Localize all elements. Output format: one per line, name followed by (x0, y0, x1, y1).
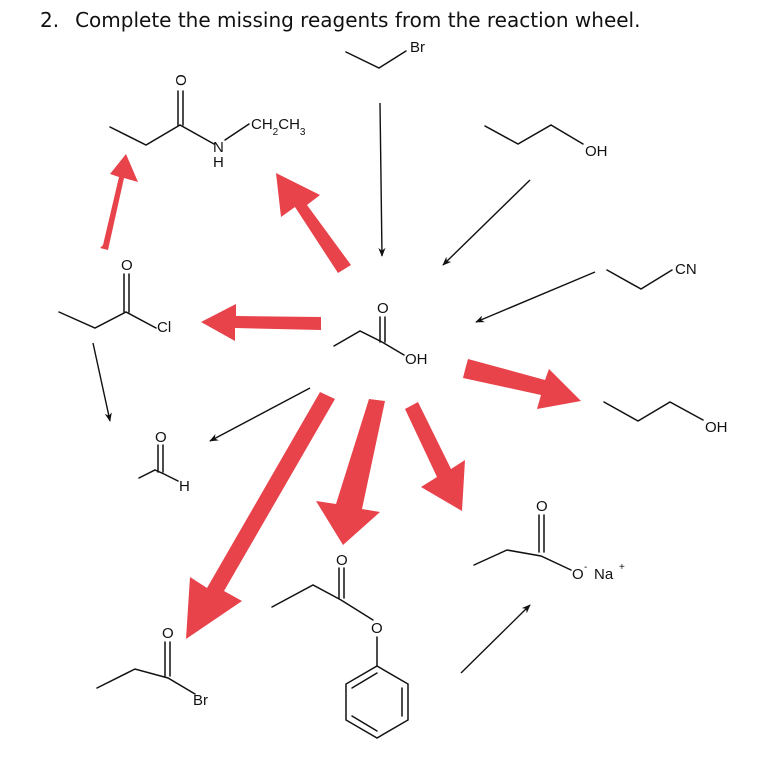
question-heading: 2. Complete the missing reagents from the… (40, 8, 640, 32)
atom-o-aldehyde: O (155, 429, 167, 446)
charge-minus: - (584, 562, 587, 573)
atom-n: N (213, 139, 224, 156)
arrow-bromoethane-to-acid (378, 102, 386, 257)
compound-propanal: O H (138, 429, 190, 495)
atom-o-ester-carbonyl: O (336, 552, 348, 569)
atom-oh-top: OH (585, 143, 608, 160)
atom-cn: CN (675, 261, 697, 278)
red-arrow-acid-to-carboxylate (405, 402, 465, 511)
arrow-ester-to-carboxylate (460, 604, 531, 674)
black-arrows (92, 102, 596, 674)
compound-propanenitrile: CN (606, 261, 697, 290)
compound-phenyl-propanoate: O O (271, 552, 409, 739)
red-arrow-acid-to-acylchloride (201, 304, 321, 341)
atom-o-amide: O (173, 74, 190, 86)
red-arrow-acid-to-acylbromide (186, 392, 335, 639)
question-text: Complete the missing reagents from the r… (75, 8, 641, 32)
atom-o-ester: O (371, 620, 383, 637)
red-arrow-to-amide (100, 154, 138, 250)
atom-o-center: O (377, 300, 389, 317)
arrow-propanol-to-acid (442, 179, 531, 266)
atom-o-acylchloride: O (121, 257, 133, 274)
atom-cl: Cl (157, 319, 171, 336)
arrow-acid-to-aldehyde (209, 387, 311, 442)
red-arrow-acid-to-ester (316, 399, 385, 545)
atom-oh-center: OH (405, 351, 428, 368)
benzene-ring (345, 665, 409, 739)
compound-propanol-top: OH (484, 124, 608, 160)
atom-oh-right: OH (705, 419, 728, 436)
atom-o-carboxylate: O (536, 498, 548, 515)
atom-br-top: Br (410, 39, 425, 56)
compound-propanoyl-chloride: O Cl (58, 257, 171, 336)
compound-n-ethylpropanamide: O N H CH2CH3 (109, 74, 306, 171)
arrow-acylchloride-to-aldehyde (92, 342, 112, 422)
atom-br-acyl: Br (193, 692, 208, 709)
atom-o-minus: O (572, 566, 584, 583)
compound-bromoethane: Br (345, 39, 425, 69)
red-arrow-acid-to-alcohol (463, 359, 581, 409)
atom-h-aldehyde: H (179, 478, 190, 495)
atom-o-acylbromide: O (162, 625, 174, 642)
compound-propanoic-acid: O OH (333, 300, 428, 368)
atom-na: Na (594, 566, 614, 583)
compound-sodium-propanoate: O O - Na + (473, 498, 625, 583)
compound-propanol-right: OH (603, 401, 728, 436)
question-number: 2. (40, 8, 60, 32)
atom-ch2ch3: CH2CH3 (251, 116, 306, 138)
charge-plus: + (619, 562, 625, 573)
red-arrows (100, 154, 581, 639)
atom-h-amide: H (213, 154, 224, 171)
compound-propanoyl-bromide: O Br (96, 625, 208, 709)
red-arrow-acid-to-amide (276, 173, 351, 273)
arrow-nitrile-to-acid (475, 271, 596, 323)
